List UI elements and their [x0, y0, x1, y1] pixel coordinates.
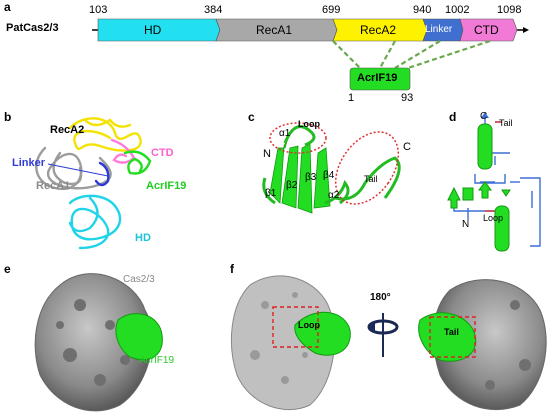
- panel-label-d: d: [449, 110, 457, 124]
- panel-label-b: b: [4, 110, 12, 124]
- label-tail-f: Tail: [444, 327, 459, 337]
- acrif19-surface-f-left: [294, 311, 351, 356]
- link-reca2b: [379, 40, 396, 69]
- helix-alpha2: [494, 205, 510, 252]
- domain-label-reca1: RecA1: [256, 23, 293, 37]
- label-beta2: β2: [286, 180, 298, 191]
- acrif19-cartoon: [262, 122, 401, 214]
- surface-views-f: [230, 275, 547, 411]
- topology-diagram: [447, 112, 541, 252]
- helix-alpha1: [477, 123, 493, 170]
- tail-box: [429, 316, 476, 358]
- loop-box: [272, 306, 319, 348]
- panel-label-e: e: [4, 262, 11, 276]
- tick-103: 103: [89, 4, 108, 16]
- link-linker: [394, 40, 441, 69]
- label-beta3: β3: [305, 172, 317, 183]
- label-c-c: C: [403, 141, 411, 153]
- tick-940: 940: [413, 4, 432, 16]
- label-tail-c: Tail: [364, 174, 378, 184]
- label-alpha1: α1: [279, 128, 291, 139]
- acrif19-box: [349, 67, 411, 91]
- label-n-d: N: [462, 219, 470, 230]
- loop-highlight: [269, 122, 327, 154]
- protein-name: PatCas2/3: [6, 22, 59, 34]
- label-n-c: N: [263, 148, 271, 160]
- domain-label-hd: HD: [144, 23, 162, 37]
- label-loop-f: Loop: [298, 320, 320, 330]
- tick-384: 384: [204, 4, 223, 16]
- acrif19-surface-f-right: [418, 312, 477, 362]
- link-reca2a: [332, 40, 361, 69]
- label-acr-e: AcrIF19: [139, 355, 175, 366]
- label-beta4: β4: [323, 170, 335, 181]
- label-c-d: C: [480, 111, 488, 122]
- tick-1098: 1098: [497, 4, 522, 16]
- label-rotation: 180°: [370, 292, 391, 303]
- panel-label-f: f: [230, 262, 234, 276]
- domain-label-reca2: RecA2: [360, 23, 397, 37]
- domain-ctd: [459, 18, 518, 42]
- tick-699: 699: [322, 4, 341, 16]
- acrif19-end: 93: [401, 92, 414, 104]
- label-hd: HD: [135, 232, 151, 244]
- surface-view-e: [34, 273, 163, 412]
- acrif19-start: 1: [348, 92, 355, 104]
- label-reca2: RecA2: [50, 124, 85, 136]
- acrif19-label: AcrIF19: [357, 72, 398, 84]
- panel-label-a: a: [4, 0, 11, 14]
- panel-label-c: c: [248, 110, 255, 124]
- linker-pointer: [47, 163, 109, 177]
- label-tail-d: Tail: [499, 118, 513, 128]
- complex-ribbon-structure: [35, 117, 152, 250]
- backbone-arrowhead: [523, 27, 529, 33]
- label-beta1: β1: [265, 188, 277, 199]
- label-acrif19-b: AcrIF19: [146, 180, 187, 192]
- label-loop-d: Loop: [483, 213, 504, 223]
- link-ctd: [407, 39, 491, 70]
- tail-highlight: [334, 131, 400, 205]
- acrif19-surface-e: [115, 313, 163, 361]
- label-linker: Linker: [12, 157, 46, 169]
- label-cas-e: Cas2/3: [123, 274, 155, 285]
- label-alpha2: α2: [328, 190, 340, 201]
- label-ctd: CTD: [151, 147, 174, 159]
- domain-label-linker: Linker: [425, 24, 453, 35]
- label-reca1: RecA1: [36, 180, 71, 192]
- domain-map: [92, 18, 529, 91]
- label-loop-c: Loop: [298, 119, 320, 129]
- domain-label-ctd: CTD: [474, 23, 499, 37]
- tick-1002: 1002: [445, 4, 470, 16]
